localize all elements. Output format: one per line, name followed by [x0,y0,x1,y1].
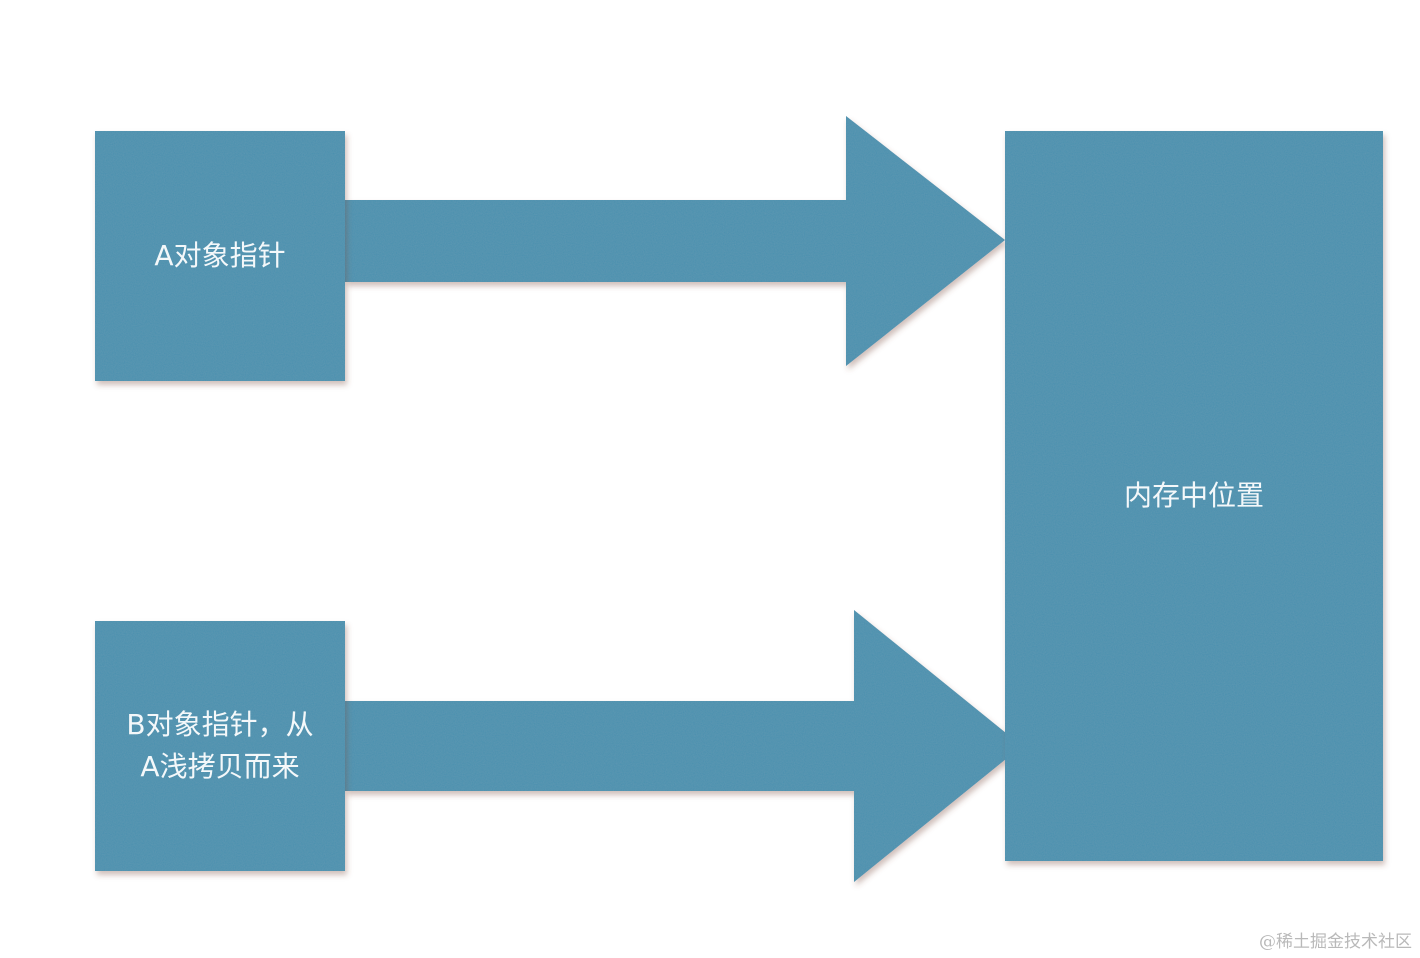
arrow-shape [345,116,1005,366]
node-memory-location [1005,131,1383,861]
arrow-b-to-memory [345,610,1022,882]
node-a-pointer-label: A对象指针 [154,239,286,272]
node-a-pointer [95,131,345,381]
arrow-shape [345,610,1022,882]
node-b-pointer [95,621,345,871]
node-b-pointer-label: B对象指针，从 A浅拷贝而来 [126,708,314,783]
watermark: @稀土掘金技术社区 [1259,932,1412,952]
node-memory-location-label: 内存中位置 [1123,479,1264,512]
arrow-a-to-memory [345,116,1005,366]
